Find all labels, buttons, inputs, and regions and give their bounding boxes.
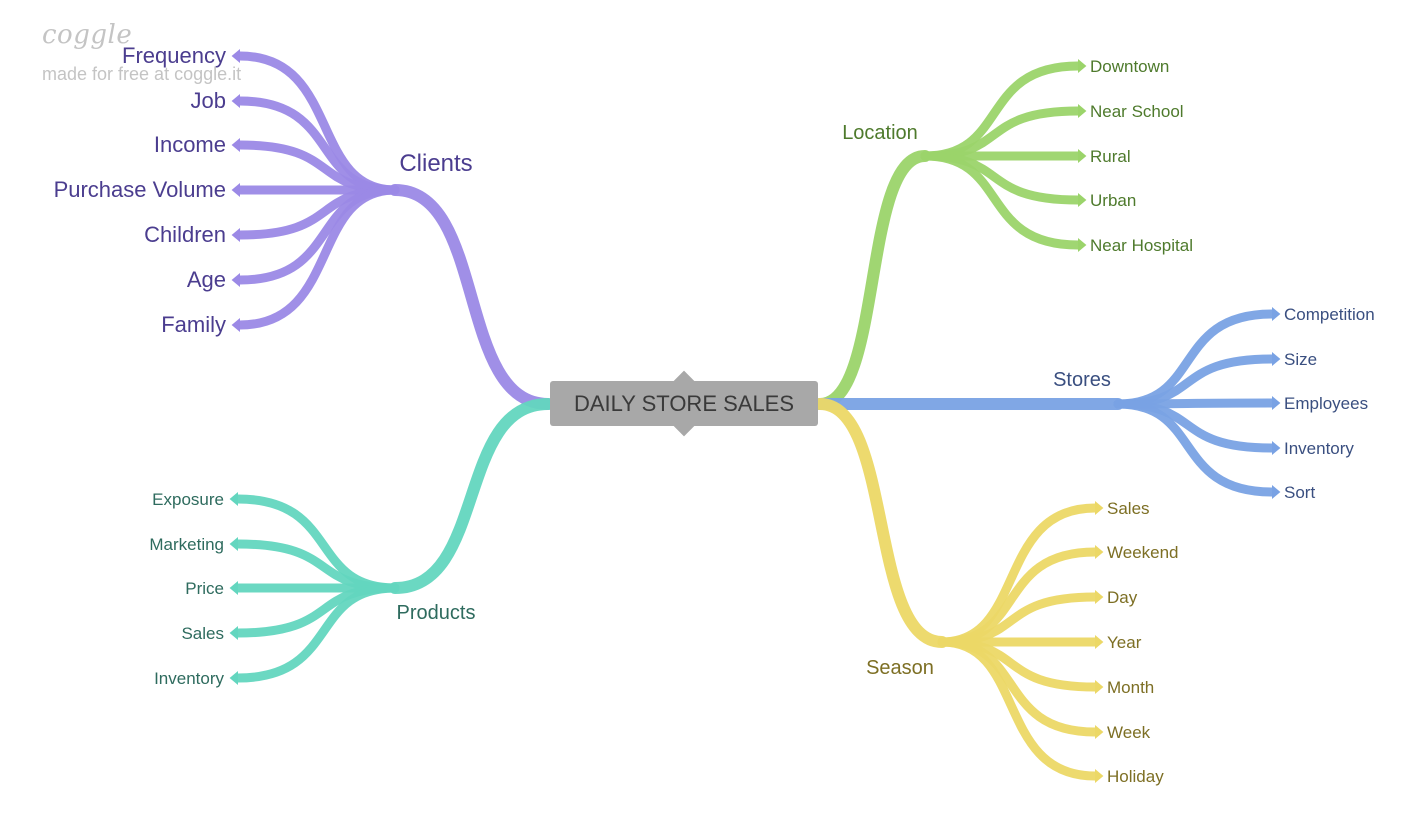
child-label-location-0[interactable]: Downtown (1090, 56, 1170, 76)
coggle-logo: coggle (42, 20, 133, 50)
child-label-location-1[interactable]: Near School (1090, 101, 1184, 121)
branch-label-stores[interactable]: Stores (1053, 369, 1111, 391)
child-label-location-2[interactable]: Rural (1090, 146, 1131, 166)
child-label-stores-3[interactable]: Inventory (1284, 438, 1354, 458)
child-arrow-clients-2 (231, 138, 240, 152)
child-label-clients-4[interactable]: Children (144, 222, 226, 247)
child-label-stores-4[interactable]: Sort (1284, 482, 1316, 502)
child-arrow-location-0 (1078, 59, 1087, 73)
child-line-season-0 (937, 503, 1100, 647)
child-label-stores-0[interactable]: Competition (1284, 304, 1375, 324)
root-node[interactable]: DAILY STORE SALES (550, 381, 818, 426)
branch-label-season[interactable]: Season (866, 657, 934, 679)
child-arrow-stores-3 (1272, 441, 1281, 455)
child-arrow-products-2 (229, 581, 238, 595)
child-arrow-season-6 (1095, 769, 1104, 783)
branch-label-products[interactable]: Products (396, 602, 476, 624)
child-line-products-4 (233, 583, 400, 683)
child-label-location-3[interactable]: Urban (1090, 190, 1137, 210)
child-arrow-stores-1 (1272, 352, 1281, 366)
child-label-clients-6[interactable]: Family (161, 312, 226, 337)
child-arrow-clients-3 (231, 183, 240, 197)
child-label-location-4[interactable]: Near Hospital (1090, 235, 1193, 255)
child-label-clients-0[interactable]: Frequency (122, 43, 226, 68)
child-label-stores-1[interactable]: Size (1284, 349, 1318, 369)
child-arrow-season-5 (1095, 725, 1104, 739)
child-label-products-4[interactable]: Inventory (154, 668, 224, 688)
child-arrow-clients-1 (231, 94, 240, 108)
child-arrow-products-3 (229, 626, 238, 640)
child-label-clients-1[interactable]: Job (190, 88, 226, 113)
child-arrow-products-0 (229, 492, 238, 506)
branch-line-season (814, 398, 948, 648)
child-arrow-clients-0 (231, 49, 240, 63)
child-arrow-stores-0 (1272, 307, 1281, 321)
branch-line-products (389, 398, 554, 594)
watermark-text: made for free at coggle.it (42, 64, 242, 84)
child-label-season-5[interactable]: Week (1107, 722, 1151, 742)
child-label-clients-5[interactable]: Age (186, 267, 226, 292)
child-arrow-location-4 (1078, 238, 1087, 252)
child-arrow-clients-5 (231, 273, 240, 287)
child-arrow-location-2 (1078, 149, 1087, 163)
child-line-season-6 (937, 637, 1100, 781)
child-arrow-location-1 (1078, 104, 1087, 118)
child-label-season-4[interactable]: Month (1107, 677, 1155, 697)
child-label-products-3[interactable]: Sales (181, 623, 224, 643)
child-arrow-season-3 (1095, 635, 1104, 649)
child-line-clients-6 (235, 185, 400, 330)
child-arrow-season-0 (1095, 501, 1104, 515)
child-arrow-season-4 (1095, 680, 1104, 694)
branch-line-clients (389, 184, 554, 410)
child-label-season-0[interactable]: Sales (1107, 498, 1150, 518)
child-arrow-season-1 (1095, 545, 1104, 559)
branch-label-clients[interactable]: Clients (399, 150, 473, 177)
child-arrow-clients-6 (231, 318, 240, 332)
child-arrow-stores-2 (1272, 396, 1281, 410)
child-line-stores-4 (1113, 399, 1277, 497)
branch-label-location[interactable]: Location (842, 122, 918, 144)
child-label-products-0[interactable]: Exposure (152, 489, 224, 509)
child-label-season-2[interactable]: Day (1107, 587, 1138, 607)
child-arrow-products-4 (229, 671, 238, 685)
child-label-season-3[interactable]: Year (1107, 632, 1142, 652)
child-line-clients-0 (235, 51, 400, 195)
child-arrow-clients-4 (231, 228, 240, 242)
child-line-location-4 (920, 151, 1083, 250)
child-arrow-stores-4 (1272, 485, 1281, 499)
child-arrow-products-1 (229, 537, 238, 551)
child-label-products-1[interactable]: Marketing (149, 534, 224, 554)
child-label-stores-2[interactable]: Employees (1284, 393, 1369, 413)
child-label-season-6[interactable]: Holiday (1107, 766, 1164, 786)
child-label-season-1[interactable]: Weekend (1107, 542, 1179, 562)
child-arrow-season-2 (1095, 590, 1104, 604)
child-label-clients-3[interactable]: Purchase Volume (53, 177, 226, 202)
child-label-products-2[interactable]: Price (185, 578, 224, 598)
branch-line-location (814, 150, 931, 410)
child-label-clients-2[interactable]: Income (153, 132, 226, 157)
child-arrow-location-3 (1078, 193, 1087, 207)
